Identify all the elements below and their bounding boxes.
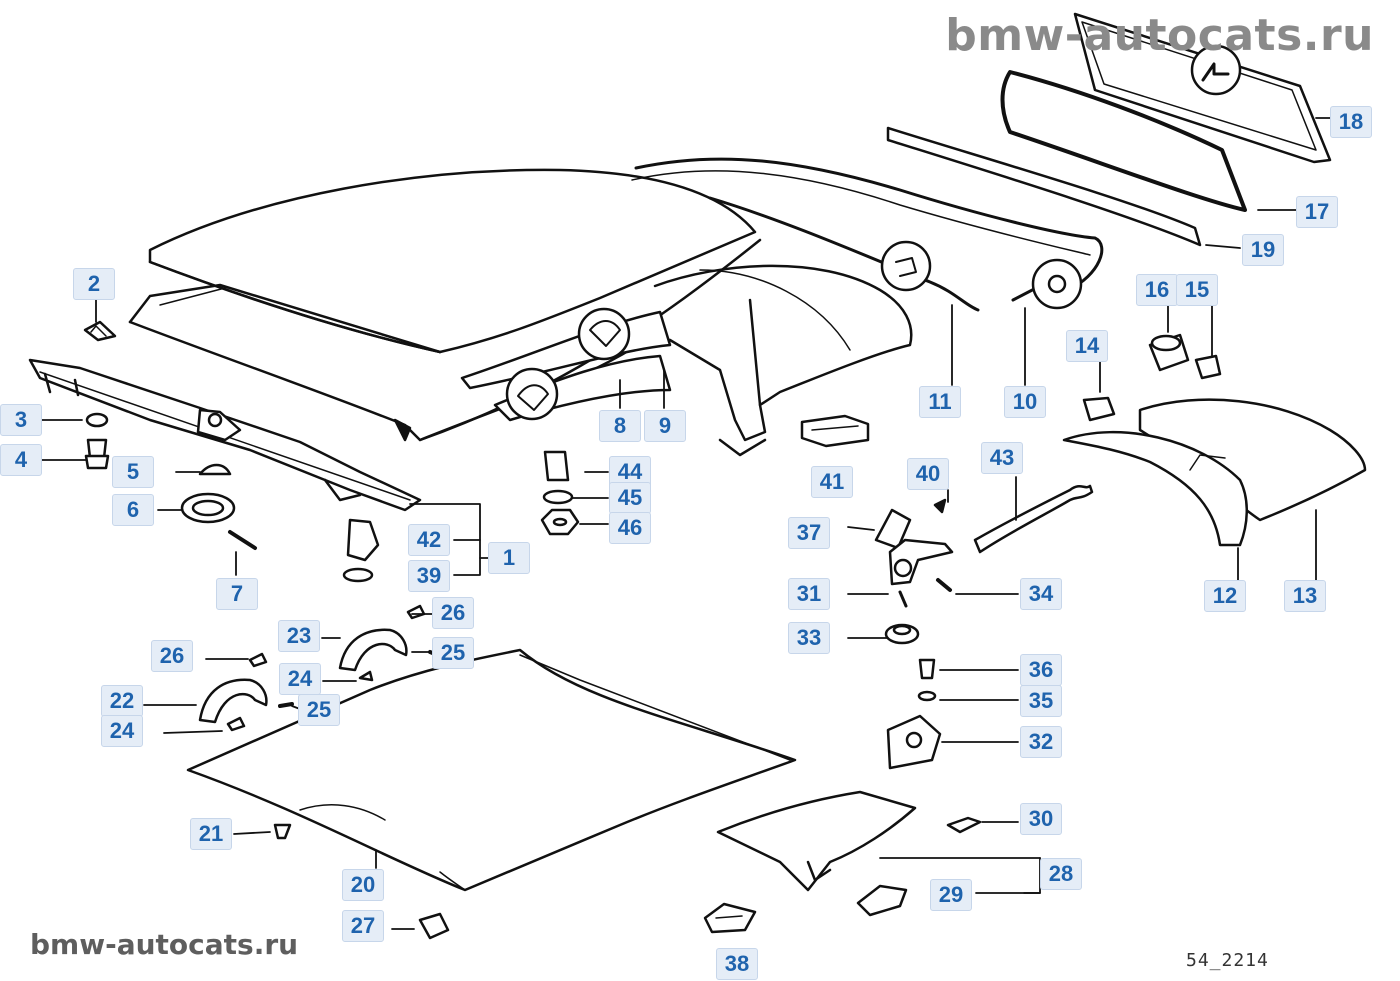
latch-assembly (800, 414, 1094, 770)
callout-26-lower[interactable]: 26 (151, 640, 193, 672)
callout-33[interactable]: 33 (788, 622, 830, 654)
callout-3[interactable]: 3 (0, 404, 42, 436)
callout-34[interactable]: 34 (1020, 578, 1062, 610)
callout-5[interactable]: 5 (112, 456, 154, 488)
callout-39[interactable]: 39 (408, 560, 450, 592)
callout-29[interactable]: 29 (930, 879, 972, 911)
callout-31[interactable]: 31 (788, 578, 830, 610)
grab-handles (198, 604, 450, 940)
callout-7[interactable]: 7 (216, 578, 258, 610)
callout-18[interactable]: 18 (1330, 106, 1372, 138)
callout-15[interactable]: 15 (1176, 274, 1218, 306)
callout-17[interactable]: 17 (1296, 196, 1338, 228)
callout-23[interactable]: 23 (278, 620, 320, 652)
callout-43[interactable]: 43 (981, 442, 1023, 474)
callout-13[interactable]: 13 (1284, 580, 1326, 612)
callout-30[interactable]: 30 (1020, 803, 1062, 835)
callout-8[interactable]: 8 (599, 410, 641, 442)
side-seals (460, 196, 1083, 457)
callout-21[interactable]: 21 (190, 818, 232, 850)
callout-20[interactable]: 20 (342, 869, 384, 901)
callout-40[interactable]: 40 (907, 458, 949, 490)
callout-24-lower[interactable]: 24 (101, 715, 143, 747)
callout-10[interactable]: 10 (1004, 386, 1046, 418)
callout-28[interactable]: 28 (1040, 858, 1082, 890)
front-rail (28, 320, 422, 512)
callout-41[interactable]: 41 (811, 466, 853, 498)
callout-9[interactable]: 9 (644, 410, 686, 442)
trim-panel (703, 790, 982, 934)
callout-35[interactable]: 35 (1020, 685, 1062, 717)
rear-window-seals (631, 12, 1332, 292)
watermark-bottom: bmw-autocats.ru (30, 928, 299, 961)
callout-25-upper[interactable]: 25 (432, 637, 474, 669)
callout-16[interactable]: 16 (1136, 274, 1178, 306)
callout-6[interactable]: 6 (112, 494, 154, 526)
callout-36[interactable]: 36 (1020, 654, 1062, 686)
left-hardware (84, 412, 580, 583)
callout-4[interactable]: 4 (0, 444, 42, 476)
callout-2[interactable]: 2 (73, 268, 115, 300)
callout-25-lower[interactable]: 25 (298, 694, 340, 726)
callout-32[interactable]: 32 (1020, 726, 1062, 758)
callout-46[interactable]: 46 (609, 512, 651, 544)
leader-lines (41, 117, 1331, 930)
callout-19[interactable]: 19 (1242, 234, 1284, 266)
callout-45[interactable]: 45 (609, 482, 651, 514)
callout-11[interactable]: 11 (919, 386, 961, 418)
callout-12[interactable]: 12 (1204, 580, 1246, 612)
diagram-code: 54_2214 (1186, 950, 1269, 971)
callout-24-upper[interactable]: 24 (279, 663, 321, 695)
callout-22[interactable]: 22 (101, 685, 143, 717)
callout-38[interactable]: 38 (716, 948, 758, 980)
rear-trim (1062, 333, 1367, 547)
callout-27[interactable]: 27 (342, 910, 384, 942)
callout-14[interactable]: 14 (1066, 330, 1108, 362)
watermark-top: bmw-autocats.ru (945, 10, 1374, 61)
callout-26-upper[interactable]: 26 (432, 597, 474, 629)
callout-37[interactable]: 37 (788, 517, 830, 549)
callout-42[interactable]: 42 (408, 524, 450, 556)
callout-1[interactable]: 1 (488, 542, 530, 574)
